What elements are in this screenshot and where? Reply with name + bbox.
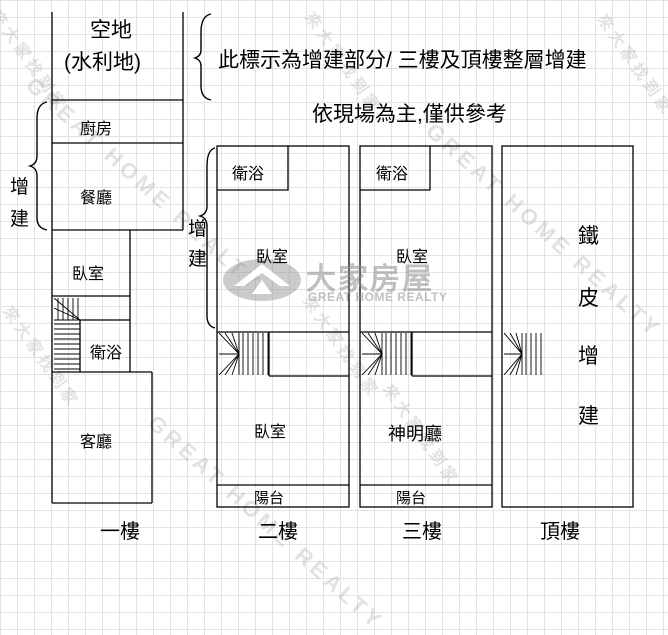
floor-plan-drawing	[27, 12, 634, 508]
floor2-walls	[216, 145, 350, 508]
floor3-bathroom: 衛浴	[376, 166, 409, 183]
floor2-stairs	[219, 333, 269, 375]
brand-name-en: GREAT HOME REALTY	[308, 290, 448, 304]
rooftop-iron-char3: 增	[578, 345, 599, 368]
floor1-living: 客廳	[80, 434, 113, 451]
floor1-stairs	[54, 298, 81, 372]
floor3-shrine-room: 神明廳	[388, 424, 442, 444]
floor2-addition-char2: 建	[188, 249, 208, 270]
rooftop-iron-char1: 鐵	[578, 225, 599, 248]
floor2-addition-char1: 增	[188, 219, 208, 240]
floor1-dining: 餐廳	[80, 190, 113, 207]
note-line-1: 此標示為增建部分/ 三樓及頂樓整層增建	[218, 49, 587, 72]
floor1-addition-char1: 增	[10, 177, 30, 198]
house-logo-icon	[223, 259, 301, 301]
floor2-bedroom-back: 臥室	[256, 249, 289, 266]
floor1-open-space-line2: (水利地)	[64, 51, 141, 74]
rooftop-stairs	[504, 333, 542, 375]
floor1-bedroom: 臥室	[72, 266, 105, 283]
rooftop-iron-char4: 建	[578, 405, 599, 428]
floor3-stairs	[362, 333, 412, 375]
floor3-walls	[359, 145, 493, 508]
floor2-bathroom: 衛浴	[232, 166, 265, 183]
brace-floor1	[27, 101, 48, 231]
floor2-balcony: 陽台	[254, 490, 285, 507]
brand-logo: 大家房屋 GREAT HOME REALTY	[222, 254, 462, 304]
floor2-bedroom-front: 臥室	[254, 424, 287, 441]
brand-name-cn: 大家房屋	[306, 263, 434, 296]
brace-floor2	[197, 147, 216, 329]
floor1-walls	[51, 12, 184, 504]
floor1-open-space-line1: 空地	[90, 19, 132, 42]
rooftop-label: 頂樓	[540, 521, 580, 543]
floor1-kitchen: 廚房	[80, 121, 113, 138]
floor2-label: 二樓	[258, 521, 298, 543]
floor3-bedroom: 臥室	[396, 249, 429, 266]
floor1-addition-char2: 建	[10, 209, 30, 230]
floor3-balcony: 陽台	[396, 490, 427, 507]
brace-top	[192, 13, 212, 101]
note-line-2: 依現場為主,僅供參考	[312, 103, 507, 126]
floor3-label: 三樓	[402, 521, 442, 543]
floor1-bathroom: 衛浴	[90, 345, 123, 362]
rooftop-walls	[501, 145, 634, 508]
floor1-label: 一樓	[100, 521, 140, 543]
rooftop-iron-char2: 皮	[578, 287, 599, 310]
